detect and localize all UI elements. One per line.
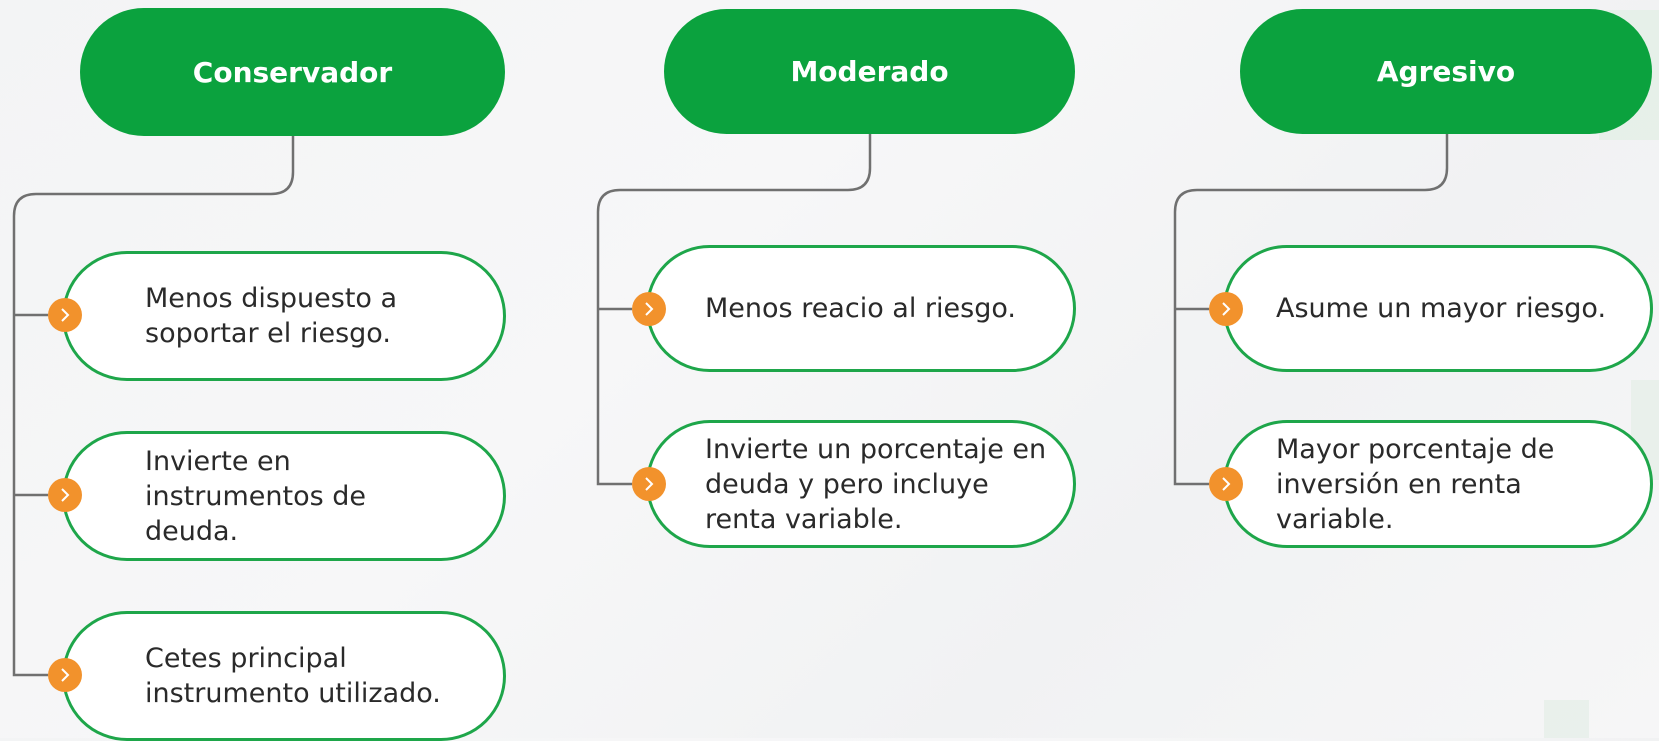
chevron-right-icon bbox=[632, 292, 666, 326]
card-text: Invierte en instrumentos de deuda. bbox=[145, 445, 367, 547]
background-shape-bottom-right bbox=[1544, 700, 1589, 738]
card-moderado-1: Menos reacio al riesgo. bbox=[646, 245, 1076, 372]
card-conservador-3: Cetes principal instrumento utilizado. bbox=[62, 611, 506, 741]
chevron-right-icon bbox=[1209, 292, 1243, 326]
card-conservador-2: Invierte en instrumentos de deuda. bbox=[62, 431, 506, 561]
card-conservador-1: Menos dispuesto a soportar el riesgo. bbox=[62, 251, 506, 381]
chevron-right-icon bbox=[48, 478, 82, 512]
header-agresivo: Agresivo bbox=[1240, 9, 1652, 134]
header-title: Moderado bbox=[790, 55, 949, 88]
card-text: Asume un mayor riesgo. bbox=[1276, 293, 1607, 324]
header-title: Agresivo bbox=[1376, 55, 1516, 88]
header-moderado: Moderado bbox=[664, 9, 1075, 134]
card-text: Menos reacio al riesgo. bbox=[705, 293, 1016, 324]
chevron-right-icon bbox=[48, 658, 82, 692]
card-moderado-2: Invierte un porcentaje en deuda y pero i… bbox=[646, 420, 1076, 548]
card-agresivo-1: Asume un mayor riesgo. bbox=[1223, 245, 1653, 372]
card-text: Mayor porcentaje de inversión en renta v… bbox=[1276, 433, 1555, 535]
header-conservador: Conservador bbox=[80, 8, 505, 136]
chevron-right-icon bbox=[48, 298, 82, 332]
card-text: Menos dispuesto a soportar el riesgo. bbox=[145, 283, 398, 349]
chevron-right-icon bbox=[632, 467, 666, 501]
card-text: Cetes principal instrumento utilizado. bbox=[145, 643, 441, 709]
card-text: Invierte un porcentaje en deuda y pero i… bbox=[705, 433, 1047, 535]
card-agresivo-2: Mayor porcentaje de inversión en renta v… bbox=[1223, 420, 1653, 548]
chevron-right-icon bbox=[1209, 467, 1243, 501]
header-title: Conservador bbox=[192, 55, 393, 89]
